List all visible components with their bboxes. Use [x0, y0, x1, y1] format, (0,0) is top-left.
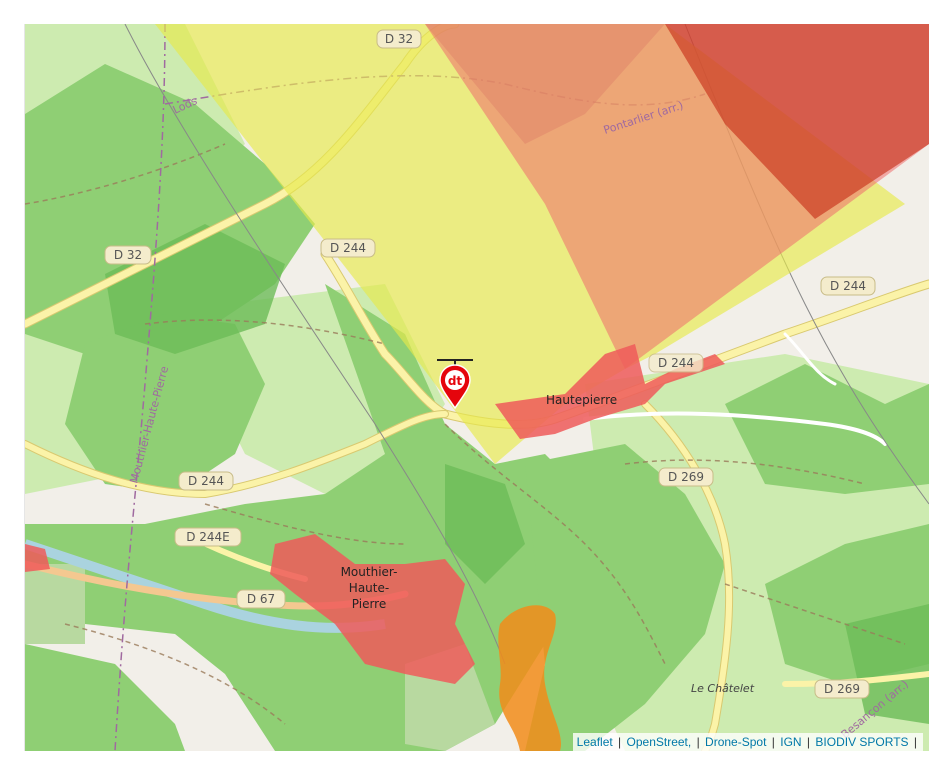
map-canvas[interactable]: D 32 D 32 D 244 D 244 D 244 [25, 24, 929, 751]
road-shield-d244-upper: D 244 [320, 238, 376, 258]
svg-text:D 244: D 244 [330, 241, 366, 255]
village-mouthier-area [270, 534, 475, 684]
svg-text:D 32: D 32 [114, 248, 142, 262]
restriction-zones [155, 24, 929, 751]
place-label-le-chatelet: Le Châtelet [691, 682, 755, 695]
attribution-ign-link[interactable]: IGN [780, 735, 802, 749]
svg-text:D 269: D 269 [668, 470, 704, 484]
map-attribution: Leaflet | OpenStreet, | Drone-Spot | IGN… [572, 733, 923, 751]
road-shield-d32-top: D 32 [376, 29, 422, 49]
svg-text:D 244: D 244 [188, 474, 224, 488]
attribution-separator: | [806, 735, 811, 749]
attribution-drone-spot-link[interactable]: Drone-Spot [705, 735, 767, 749]
drone-spot-marker[interactable]: dt [435, 356, 475, 412]
map-viewport[interactable]: D 32 D 32 D 244 D 244 D 244 [24, 24, 929, 751]
road-shield-d244-right: D 244 [820, 276, 876, 296]
zone-darkred [665, 24, 929, 219]
drone-spot-pin-icon: dt [437, 359, 473, 410]
village-hautepierre-area [495, 344, 725, 439]
svg-text:D 32: D 32 [385, 32, 413, 46]
road-shields: D 32 D 32 D 244 D 244 D 244 [104, 29, 876, 699]
attribution-biodiv-link[interactable]: BIODIV SPORTS [815, 735, 909, 749]
attribution-separator: | [618, 735, 622, 749]
attribution-separator: | [913, 735, 917, 749]
svg-text:D 244E: D 244E [186, 530, 230, 544]
place-label-hautepierre: Hautepierre [546, 393, 617, 407]
place-label-mouthier-1: Mouthier- [341, 565, 398, 579]
road-shield-d244-lower: D 244 [178, 471, 234, 491]
road-shield-d244-center: D 244 [648, 353, 704, 373]
place-labels: Hautepierre Mouthier- Haute- Pierre Le C… [341, 393, 755, 695]
attribution-separator: | [771, 735, 775, 749]
zone-orange [498, 605, 562, 751]
village-areas [25, 344, 725, 684]
attribution-openstreet-link[interactable]: OpenStreet, [626, 735, 692, 749]
road-shield-d32-left: D 32 [104, 245, 152, 265]
svg-text:dt: dt [448, 374, 463, 388]
road-shield-d67: D 67 [236, 589, 286, 609]
svg-text:D 269: D 269 [824, 682, 860, 696]
svg-text:D 244: D 244 [658, 356, 694, 370]
place-label-mouthier-2: Haute- [349, 581, 389, 595]
road-shield-d269-center: D 269 [658, 467, 714, 487]
road-shield-d269-bottom: D 269 [814, 679, 870, 699]
place-label-mouthier-3: Pierre [352, 597, 386, 611]
attribution-separator: | [696, 735, 700, 749]
attribution-leaflet-link[interactable]: Leaflet [576, 735, 613, 749]
river [25, 539, 386, 633]
road-shield-d244e: D 244E [174, 527, 242, 547]
svg-text:D 67: D 67 [247, 592, 275, 606]
svg-text:D 244: D 244 [830, 279, 866, 293]
